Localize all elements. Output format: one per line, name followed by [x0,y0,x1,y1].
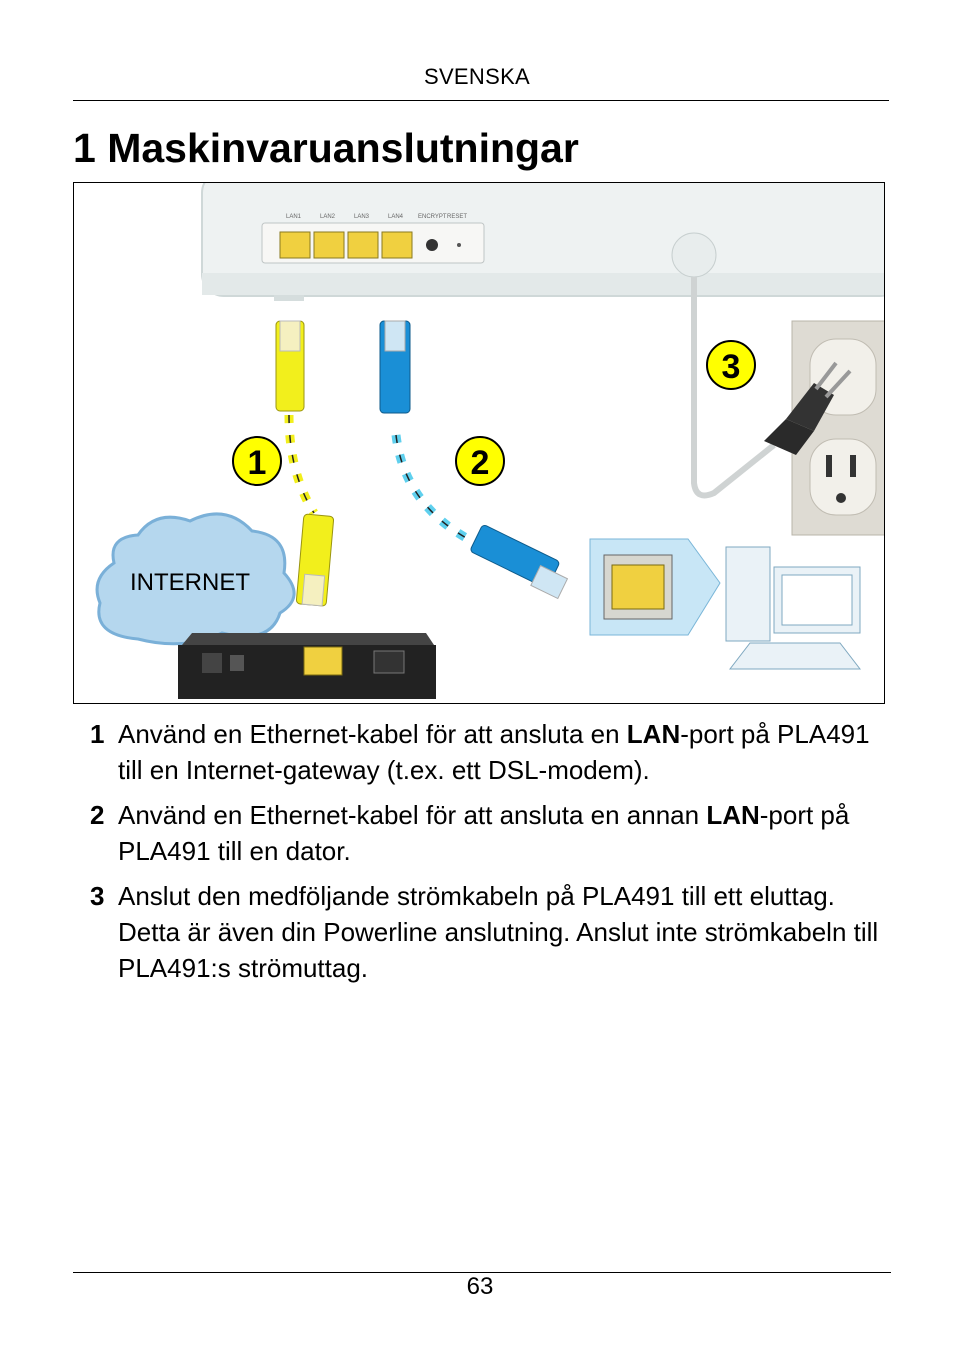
section-header: SVENSKA [423,64,531,89]
power-cord [691,277,776,499]
callout-1: 1 [232,436,282,486]
page-title: 1 Maskinvaruanslutningar [73,125,579,171]
header-rule [73,100,889,101]
yellow-cable [275,320,335,607]
encrypt-button [426,239,438,251]
list-item: 1 Använd en Ethernet-kabel för att anslu… [90,716,890,788]
step-number: 1 [90,719,105,749]
lan-ports [279,231,413,259]
list-item: 3 Anslut den medföljande strömkabeln på … [90,878,890,986]
port-label: LAN2 [320,214,336,220]
footer-rule [73,1272,891,1273]
dsl-modem [178,633,436,699]
connection-diagram: LAN1 LAN2 LAN3 LAN4 ENCRYPT RESET [73,182,885,704]
step-text: Använd en Ethernet-kabel för att ansluta… [118,719,870,785]
port-label: LAN1 [286,214,302,220]
internet-cloud-icon: INTERNET [95,512,296,646]
pla491-device: LAN1 LAN2 LAN3 LAN4 ENCRYPT RESET [201,183,884,301]
port-label: RESET [447,214,467,220]
port-label: ENCRYPT [418,214,447,220]
step-number: 2 [90,800,105,830]
step-text: Anslut den medföljande strömkabeln på PL… [118,881,879,983]
svg-text:2: 2 [471,444,490,482]
step-number: 3 [90,881,105,911]
reset-hole [457,243,461,247]
computer [589,538,862,670]
blue-cable [379,320,569,600]
callout-3: 3 [706,340,756,390]
power-cord-grommet [671,232,717,278]
svg-text:3: 3 [722,348,741,386]
callout-2: 2 [455,436,505,486]
power-plug [764,361,852,455]
port-label: LAN3 [354,214,370,220]
svg-text:1: 1 [248,444,267,482]
port-label: LAN4 [388,214,404,220]
page-number: 63 [466,1273,494,1300]
list-item: 2 Använd en Ethernet-kabel för att anslu… [90,797,890,869]
step-text: Använd en Ethernet-kabel för att ansluta… [118,800,850,866]
instruction-list: 1 Använd en Ethernet-kabel för att anslu… [90,716,890,995]
internet-label: INTERNET [130,569,250,596]
